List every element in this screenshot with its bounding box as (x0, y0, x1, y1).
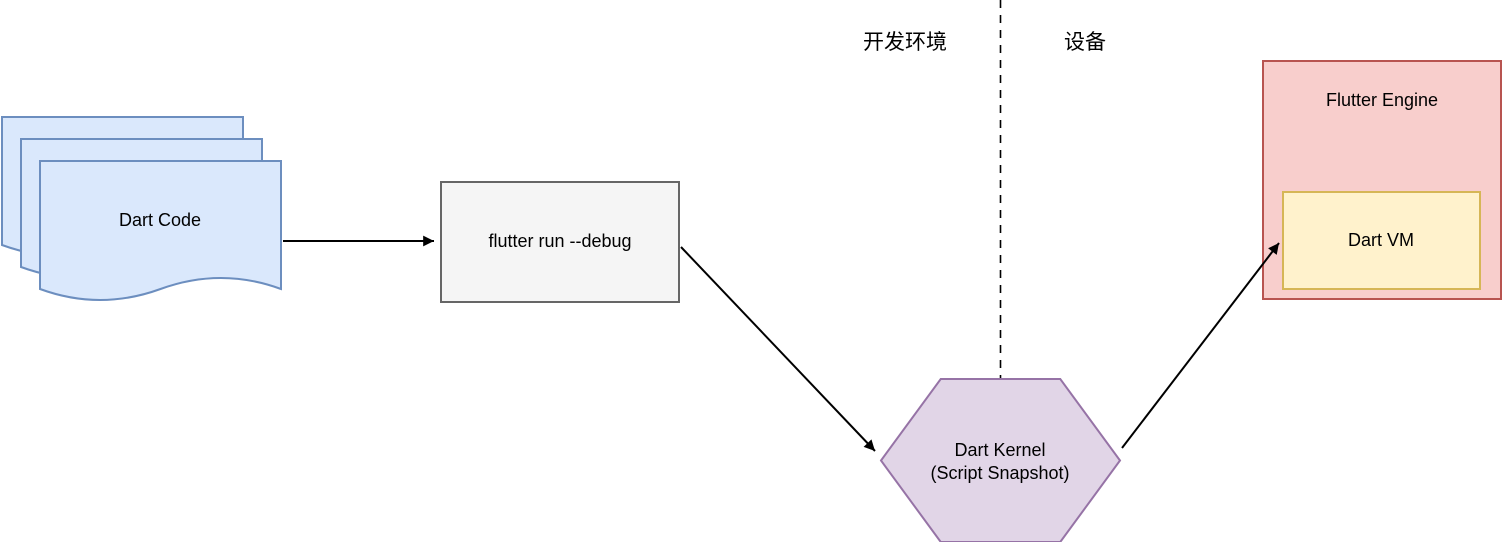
dart-vm-box (1282, 191, 1481, 290)
arrow-flutterrun-to-kernel (680, 246, 876, 452)
flutter-run-box (440, 181, 680, 303)
dart-kernel-hexagon (879, 378, 1122, 542)
arrow-kernel-to-dartvm (1121, 242, 1280, 449)
dart-code-document-front (39, 160, 282, 301)
